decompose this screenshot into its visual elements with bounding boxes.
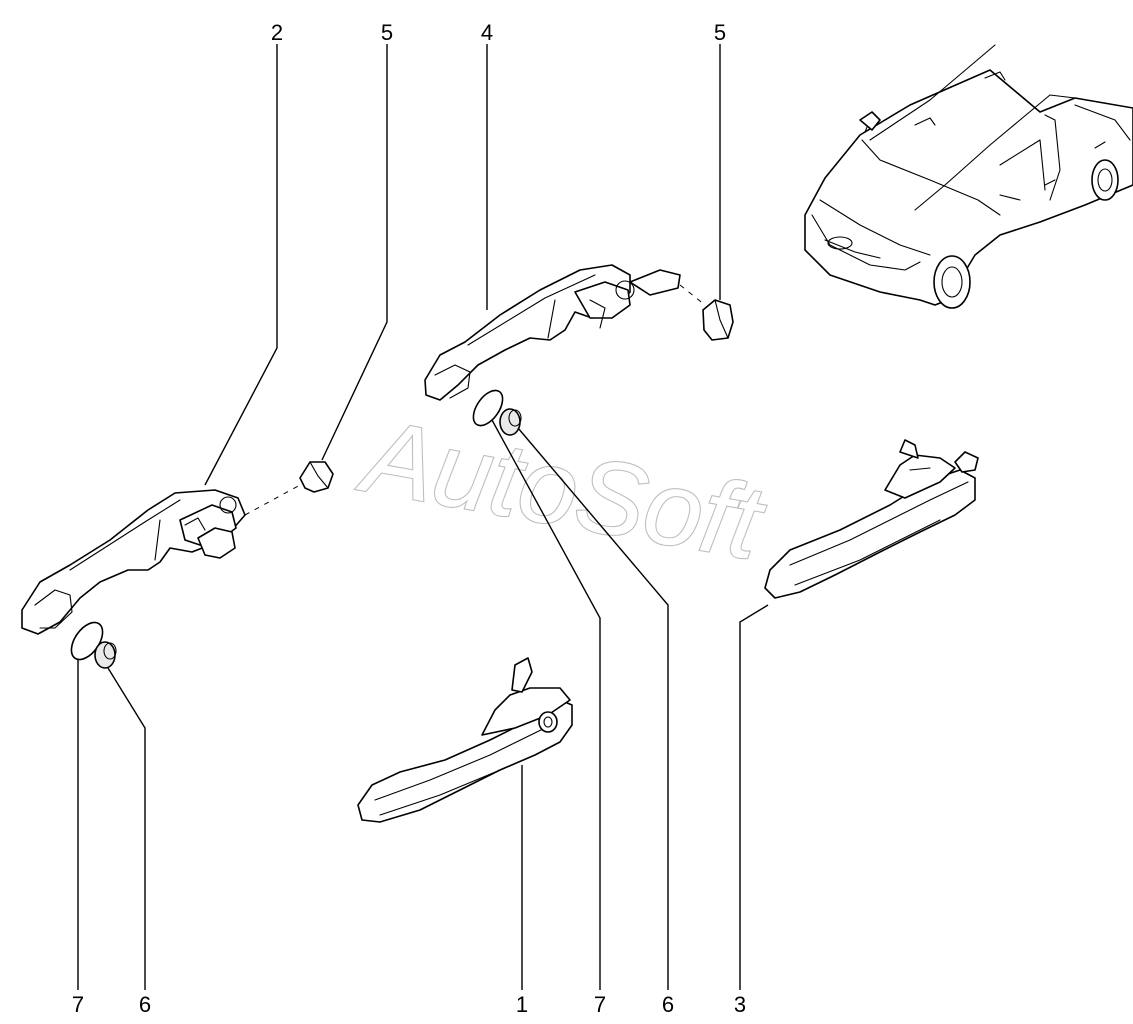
leader-lines [77, 44, 769, 990]
part-1-front-door-handle [357, 657, 573, 823]
callout-1-bottom: 1 [516, 992, 528, 1017]
callout-numbers: 2 5 4 5 7 6 1 7 6 3 [72, 20, 746, 1017]
part-2-rear-door-handle-with-mechanism [21, 461, 334, 635]
part-7-washer-middle [472, 389, 504, 427]
callout-6-bottom-middle: 6 [662, 992, 674, 1017]
callout-5-top-left: 5 [381, 20, 393, 45]
callout-2-top: 2 [271, 20, 283, 45]
watermark: AutoSoft [349, 396, 774, 583]
part-6-grommet-left [94, 641, 117, 669]
part-4-front-door-handle-with-mechanism [424, 264, 734, 401]
part-3-rear-door-handle [764, 439, 979, 599]
watermark-text: AutoSoft [351, 397, 774, 582]
callout-5-top-right: 5 [714, 20, 726, 45]
callout-6-bottom-left: 6 [139, 992, 151, 1017]
callout-3-bottom: 3 [734, 992, 746, 1017]
callout-7-bottom-left: 7 [72, 992, 84, 1017]
callout-7-bottom-middle: 7 [594, 992, 606, 1017]
callout-4-top: 4 [481, 20, 493, 45]
car-thumbnail [804, 44, 1133, 309]
part-6-grommet-middle [499, 408, 522, 436]
